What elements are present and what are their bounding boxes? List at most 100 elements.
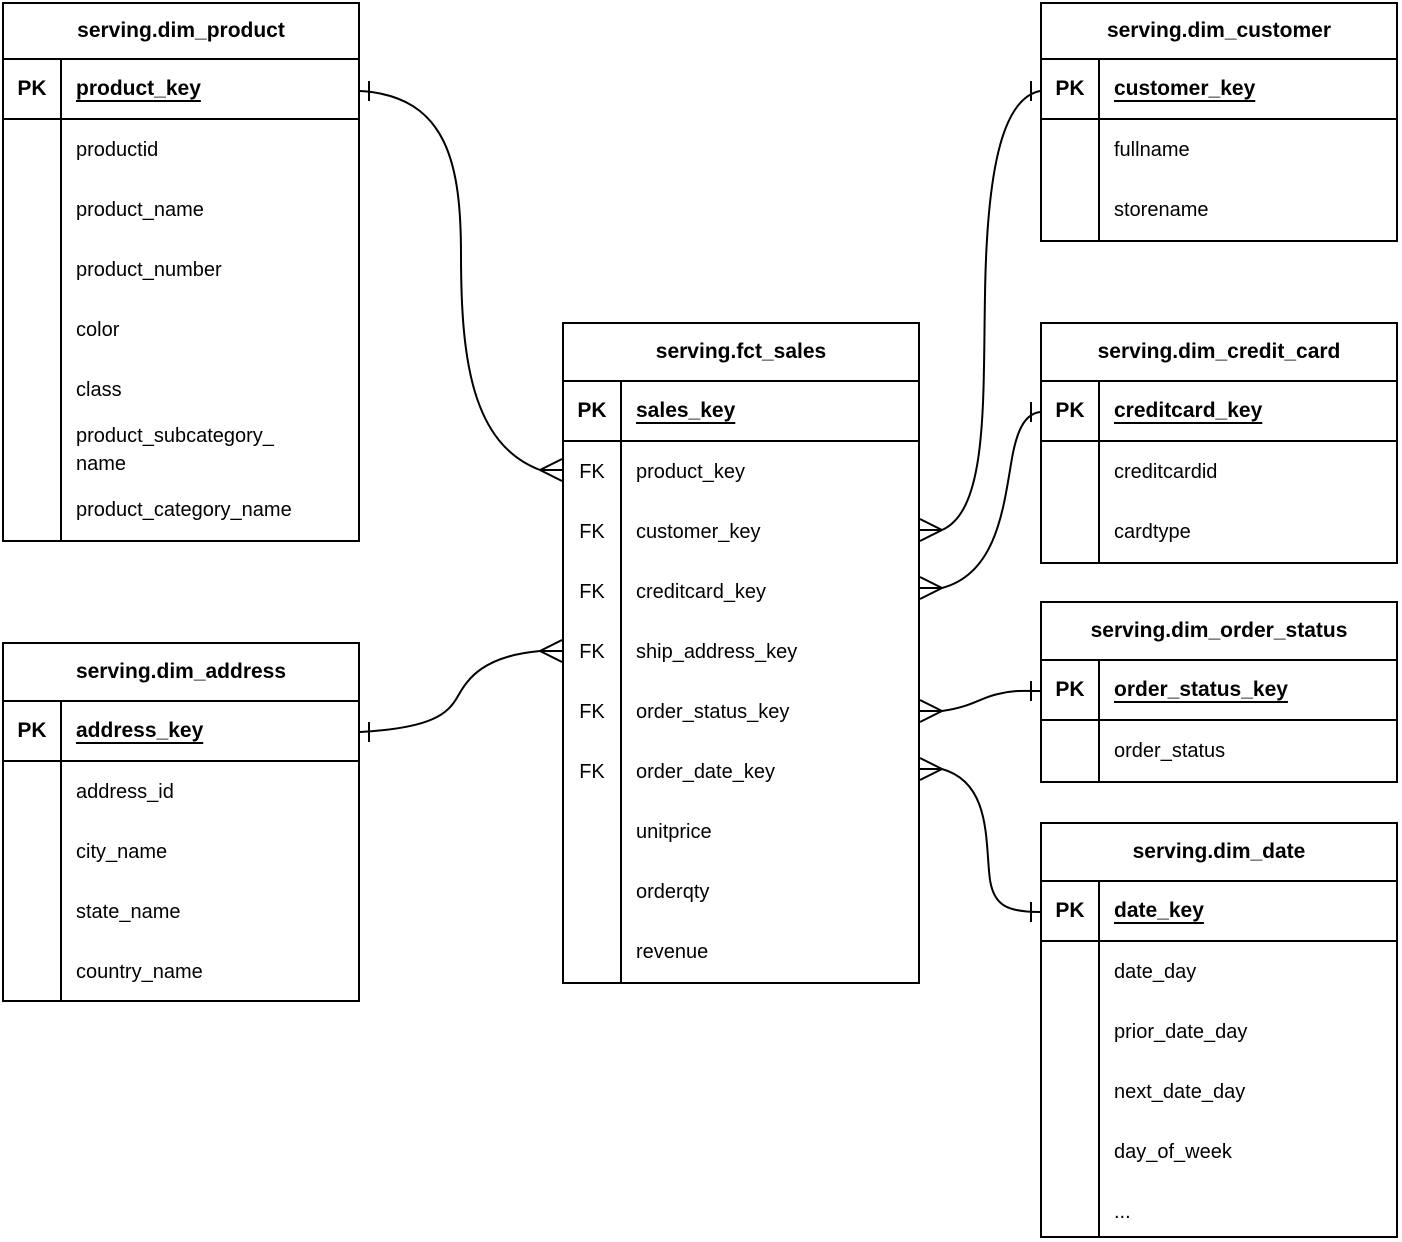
pk-field-name: creditcard_key [1114,399,1263,422]
field-name: revenue [636,941,709,963]
key-cell [4,480,62,540]
crow-foot-many-icon [539,639,563,663]
entity-title: serving.dim_customer [1042,4,1396,60]
table-row: fullname [1042,120,1396,180]
pk-label: PK [1042,382,1100,440]
table-row: next_date_day [1042,1062,1396,1122]
pk-row: PK order_status_key [1042,661,1396,721]
key-cell [564,802,622,862]
relation-fct-sales-to-dim-address [359,639,563,742]
table-row: address_id [4,762,358,822]
table-row: date_day [1042,942,1396,1002]
table-row: product_name [4,180,358,240]
pk-field-name: date_key [1114,899,1204,922]
field-name: city_name [76,841,168,863]
entity-title: serving.dim_order_status [1042,603,1396,661]
table-row: FK creditcard_key [564,562,918,622]
table-row: FK order_date_key [564,742,918,802]
pk-field-name: address_key [76,719,204,742]
table-row: prior_date_day [1042,1002,1396,1062]
pk-row: PK customer_key [1042,60,1396,120]
entity-title: serving.fct_sales [564,324,918,382]
table-row: order_status [1042,721,1396,781]
table-row: product_subcategory_ name [4,420,358,480]
entity-dim-product: serving.dim_product PK product_key produ… [2,2,360,542]
key-cell [4,240,62,300]
pk-label: PK [4,60,62,118]
field-name: creditcardid [1114,461,1218,483]
entity-title: serving.dim_product [4,4,358,60]
field-name: product_name [76,199,204,221]
key-cell [4,822,62,882]
table-row: revenue [564,922,918,982]
table-row: storename [1042,180,1396,240]
key-cell [1042,1062,1100,1122]
pk-label: PK [1042,60,1100,118]
key-cell [4,180,62,240]
table-row: orderqty [564,862,918,922]
field-name: productid [76,139,159,161]
table-row: color [4,300,358,360]
key-cell [1042,442,1100,502]
fk-label: FK [564,502,622,562]
field-name: order_date_key [636,761,775,783]
field-name: creditcard_key [636,581,767,603]
field-name: cardtype [1114,521,1191,543]
table-row: city_name [4,822,358,882]
table-row: ... [1042,1182,1396,1236]
field-name: day_of_week [1114,1141,1232,1163]
table-row: country_name [4,942,358,1000]
pk-field-name: order_status_key [1114,678,1288,701]
fk-label: FK [564,742,622,802]
fk-label: FK [564,562,622,622]
pk-row: PK address_key [4,702,358,762]
table-row: FK product_key [564,442,918,502]
field-name: product_number [76,259,222,281]
fk-label: FK [564,622,622,682]
relation-fct-sales-to-dim-customer [919,81,1041,542]
key-cell [4,300,62,360]
crow-foot-many-icon [919,699,943,723]
field-name: storename [1114,199,1209,221]
key-cell [1042,120,1100,180]
table-row: class [4,360,358,420]
entity-title: serving.dim_date [1042,824,1396,882]
pk-field-name: customer_key [1114,77,1256,100]
pk-label: PK [564,382,622,440]
relation-curve [941,411,1041,589]
table-row: product_category_name [4,480,358,540]
table-row: product_number [4,240,358,300]
key-cell [1042,1002,1100,1062]
field-name: prior_date_day [1114,1021,1248,1043]
entity-dim-address: serving.dim_address PK address_key addre… [2,642,360,1002]
entity-dim-order-status: serving.dim_order_status PK order_status… [1040,601,1398,783]
table-row: unitprice [564,802,918,862]
table-row: cardtype [1042,502,1396,562]
pk-label: PK [1042,882,1100,940]
fk-label: FK [564,682,622,742]
key-cell [1042,502,1100,562]
relation-curve [359,90,541,471]
fk-label: FK [564,442,622,502]
table-row: state_name [4,882,358,942]
table-row: day_of_week [1042,1122,1396,1182]
key-cell [4,762,62,822]
entity-title: serving.dim_credit_card [1042,324,1396,382]
entity-title: serving.dim_address [4,644,358,702]
field-name: unitprice [636,821,712,843]
table-row: productid [4,120,358,180]
key-cell [4,420,62,480]
key-cell [1042,942,1100,1002]
key-cell [1042,1182,1100,1236]
field-name: ship_address_key [636,641,798,663]
field-name: country_name [76,961,203,983]
key-cell [4,942,62,1000]
relation-fct-sales-to-dim-product [359,81,563,482]
relation-fct-sales-to-dim-order-status [919,681,1041,723]
crow-foot-many-icon [919,757,943,781]
field-name: product_subcategory_ name [76,425,274,475]
field-name: product_category_name [76,499,292,521]
key-cell [4,120,62,180]
entity-fct-sales: serving.fct_sales PK sales_key FK produc… [562,322,920,984]
table-row: FK customer_key [564,502,918,562]
